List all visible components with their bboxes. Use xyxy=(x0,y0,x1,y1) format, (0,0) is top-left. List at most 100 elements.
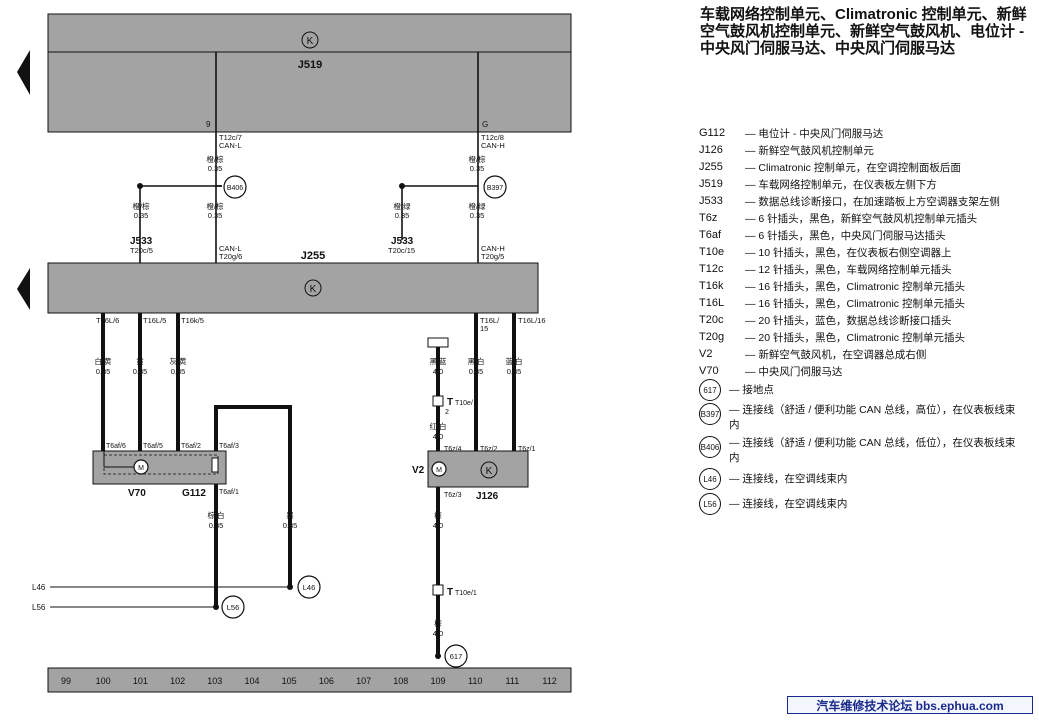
legend-row: T20g— 20 针插头，黑色，Climatronic 控制单元插头 xyxy=(699,331,965,344)
potentiometer-icon xyxy=(211,457,219,473)
svg-text:L46: L46 xyxy=(303,583,316,592)
svg-text:T20g/6: T20g/6 xyxy=(219,252,242,261)
svg-text:J126: J126 xyxy=(476,491,499,502)
svg-text:T16L/5: T16L/5 xyxy=(143,316,166,325)
svg-text:G112: G112 xyxy=(182,488,206,499)
fuse-icon xyxy=(427,337,449,348)
ruler-label: 101 xyxy=(133,676,148,686)
svg-text:黑/蓝: 黑/蓝 xyxy=(429,356,447,366)
legend-row: T16k— 16 针插头，黑色，Climatronic 控制单元插头 xyxy=(699,280,965,293)
k-symbol-icon xyxy=(301,31,319,49)
svg-text:橙/棕: 橙/棕 xyxy=(206,201,224,211)
svg-text:0.35: 0.35 xyxy=(470,211,485,220)
svg-text:T: T xyxy=(447,587,453,598)
svg-text:棕: 棕 xyxy=(434,618,442,628)
ruler-label: 105 xyxy=(282,676,297,686)
svg-text:4.0: 4.0 xyxy=(433,432,443,441)
k-symbol-label: K xyxy=(307,36,314,47)
svg-text:9: 9 xyxy=(206,120,211,129)
svg-text:4.0: 4.0 xyxy=(433,367,443,376)
svg-text:棕: 棕 xyxy=(434,510,442,520)
j519-label: J519 xyxy=(298,59,322,71)
svg-text:T20g/5: T20g/5 xyxy=(481,252,504,261)
legend-row: V2— 新鲜空气鼓风机，在空调器总成右侧 xyxy=(699,348,927,361)
legend-badge-row: B397— 连接线（舒适 / 便利功能 CAN 总线，高位），在仪表板线束内 xyxy=(699,403,1016,431)
svg-text:0.35: 0.35 xyxy=(96,367,111,376)
svg-text:棕/白: 棕/白 xyxy=(207,510,224,520)
svg-text:橙/棕: 橙/棕 xyxy=(468,154,486,164)
svg-text:617: 617 xyxy=(450,652,463,661)
legend-row: T6af— 6 针插头，黑色，中央风门伺服马达插头 xyxy=(699,229,946,242)
ruler-label: 100 xyxy=(96,676,111,686)
svg-text:0.35: 0.35 xyxy=(209,521,224,530)
svg-text:T6af/2: T6af/2 xyxy=(181,443,201,450)
j519-unit-body xyxy=(47,51,572,133)
b397-badge xyxy=(483,175,507,199)
svg-text:CAN-L: CAN-L xyxy=(219,141,242,150)
svg-text:0.35: 0.35 xyxy=(470,164,485,173)
legend-row: J519— 车载网络控制单元，在仪表板左侧下方 xyxy=(699,178,937,191)
ruler-label: 111 xyxy=(506,676,520,686)
legend-row: T10e— 10 针插头，黑色，在仪表板右侧空调器上 xyxy=(699,246,952,259)
ruler-label: 112 xyxy=(542,676,556,686)
svg-text:M: M xyxy=(138,465,144,472)
legend-row: G112— 电位计 - 中央风门伺服马达 xyxy=(699,127,884,140)
svg-text:T10e/: T10e/ xyxy=(455,400,473,407)
j255-unit xyxy=(47,262,539,314)
k-symbol-label: K xyxy=(310,284,317,295)
legend-row: J533— 数据总线诊断接口，在加速踏板上方空调器支架左侧 xyxy=(699,195,1000,208)
svg-text:CAN-L: CAN-L xyxy=(219,244,242,253)
svg-text:B406: B406 xyxy=(227,185,243,192)
svg-text:白/黄: 白/黄 xyxy=(94,356,112,366)
svg-text:橙/棕: 橙/棕 xyxy=(132,201,150,211)
svg-text:黑: 黑 xyxy=(286,511,294,520)
svg-text:15: 15 xyxy=(480,324,488,333)
svg-text:0.35: 0.35 xyxy=(208,164,223,173)
svg-text:0.35: 0.35 xyxy=(208,211,223,220)
l46-badge xyxy=(297,575,321,599)
connector-icon xyxy=(432,584,444,596)
k-symbol-icon xyxy=(480,461,498,479)
j255-label: J255 xyxy=(301,250,325,262)
legend-badge-row: L56— 连接线，在空调线束内 xyxy=(699,493,847,515)
svg-text:橙/棕: 橙/棕 xyxy=(206,154,224,164)
b406-badge xyxy=(223,175,247,199)
legend-row: J126— 新鲜空气鼓风机控制单元 xyxy=(699,144,874,157)
svg-text:0.35: 0.35 xyxy=(395,211,410,220)
svg-text:T20c/5: T20c/5 xyxy=(130,246,153,255)
svg-text:T6z/4: T6z/4 xyxy=(444,446,462,453)
diagram-title: 车载网络控制单元、Climatronic 控制单元、新鲜空气鼓风机控制单元、新鲜… xyxy=(700,6,1027,57)
splice-dot xyxy=(137,183,143,189)
ruler-label: 104 xyxy=(244,676,259,686)
svg-text:0.35: 0.35 xyxy=(507,367,522,376)
legend-badge-row: L46— 连接线，在空调线束内 xyxy=(699,468,847,490)
svg-text:蓝/白: 蓝/白 xyxy=(505,356,522,366)
svg-text:M: M xyxy=(436,467,442,474)
svg-text:L46: L46 xyxy=(32,583,46,592)
svg-text:V70: V70 xyxy=(128,488,146,499)
svg-text:G: G xyxy=(482,120,488,129)
ruler-label: 102 xyxy=(170,676,185,686)
svg-text:T10e/1: T10e/1 xyxy=(455,590,477,597)
svg-text:J533: J533 xyxy=(130,236,153,247)
svg-text:T12c/7: T12c/7 xyxy=(219,133,242,142)
svg-text:灰/黄: 灰/黄 xyxy=(169,356,187,366)
connector-icon xyxy=(432,395,444,407)
svg-text:J533: J533 xyxy=(391,236,414,247)
svg-text:0.35: 0.35 xyxy=(469,367,484,376)
legend-row: T6z— 6 针插头，黑色，新鲜空气鼓风机控制单元插头 xyxy=(699,212,978,225)
svg-text:T16L/6: T16L/6 xyxy=(96,316,119,325)
legend-row: T12c— 12 针插头，黑色，车载网络控制单元插头 xyxy=(699,263,952,276)
svg-text:T12c/8: T12c/8 xyxy=(481,133,504,142)
svg-text:4.0: 4.0 xyxy=(433,629,443,638)
ruler-label: 110 xyxy=(468,676,482,686)
legend-row: T16L— 16 针插头，黑色，Climatronic 控制单元插头 xyxy=(699,297,965,310)
svg-text:2: 2 xyxy=(445,409,449,416)
svg-text:T20c/15: T20c/15 xyxy=(388,246,415,255)
legend-badge-row: 617— 接地点 xyxy=(699,379,774,401)
svg-text:T6af/5: T6af/5 xyxy=(143,443,163,450)
ruler-label: 109 xyxy=(430,676,445,686)
ground-617-badge xyxy=(444,644,468,668)
svg-text:T: T xyxy=(447,397,453,408)
